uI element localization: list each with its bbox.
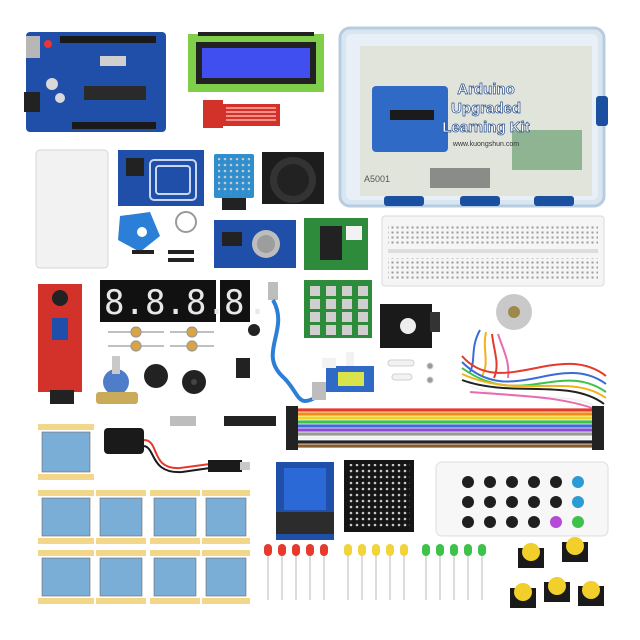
keypad xyxy=(304,280,372,338)
photoresistors xyxy=(108,326,214,352)
rfid-module xyxy=(118,150,204,206)
lcd-module xyxy=(188,32,324,92)
rtc-module xyxy=(214,220,296,268)
box-title-line-3: Learning Kit xyxy=(442,119,530,136)
buzzers xyxy=(144,364,206,394)
box-website: www.kuongshun.com xyxy=(452,141,519,148)
potentiometer xyxy=(96,356,138,404)
usb-cable xyxy=(268,282,326,403)
battery-clip xyxy=(104,428,250,474)
servo xyxy=(322,352,374,392)
rfid-card xyxy=(35,149,109,269)
box-model: A5001 xyxy=(364,174,390,184)
driver-board xyxy=(304,218,368,270)
box-title-line-1: Arduino xyxy=(457,81,515,98)
rgb-module xyxy=(380,304,440,348)
servo-horns xyxy=(387,359,434,384)
water-sensor xyxy=(203,100,280,128)
breadboard xyxy=(381,215,605,287)
mic-module xyxy=(38,284,82,404)
arduino-board xyxy=(24,32,166,132)
transistors xyxy=(170,324,276,426)
ir-remote xyxy=(435,461,609,537)
joystick xyxy=(262,152,324,204)
resistor-strips xyxy=(38,424,250,604)
seven-segment-1digit: 8 xyxy=(220,280,250,323)
leds xyxy=(264,544,486,600)
pin-headers xyxy=(132,250,194,262)
dht-sensor xyxy=(214,154,254,210)
storage-box: Arduino Upgraded Learning Kit www.kuongs… xyxy=(338,26,608,208)
ribbon-cable xyxy=(286,406,604,450)
jumper-wires xyxy=(461,355,607,411)
box-latches xyxy=(384,96,608,206)
box-title: Arduino Upgraded Learning Kit xyxy=(442,81,530,137)
led-matrix xyxy=(344,460,414,532)
svg-text:8: 8 xyxy=(224,283,244,323)
stepper-motor xyxy=(469,294,532,379)
push-buttons xyxy=(510,537,604,608)
key-fob xyxy=(118,211,197,252)
relay-module xyxy=(276,462,334,540)
box-title-line-2: Upgraded xyxy=(451,100,521,117)
